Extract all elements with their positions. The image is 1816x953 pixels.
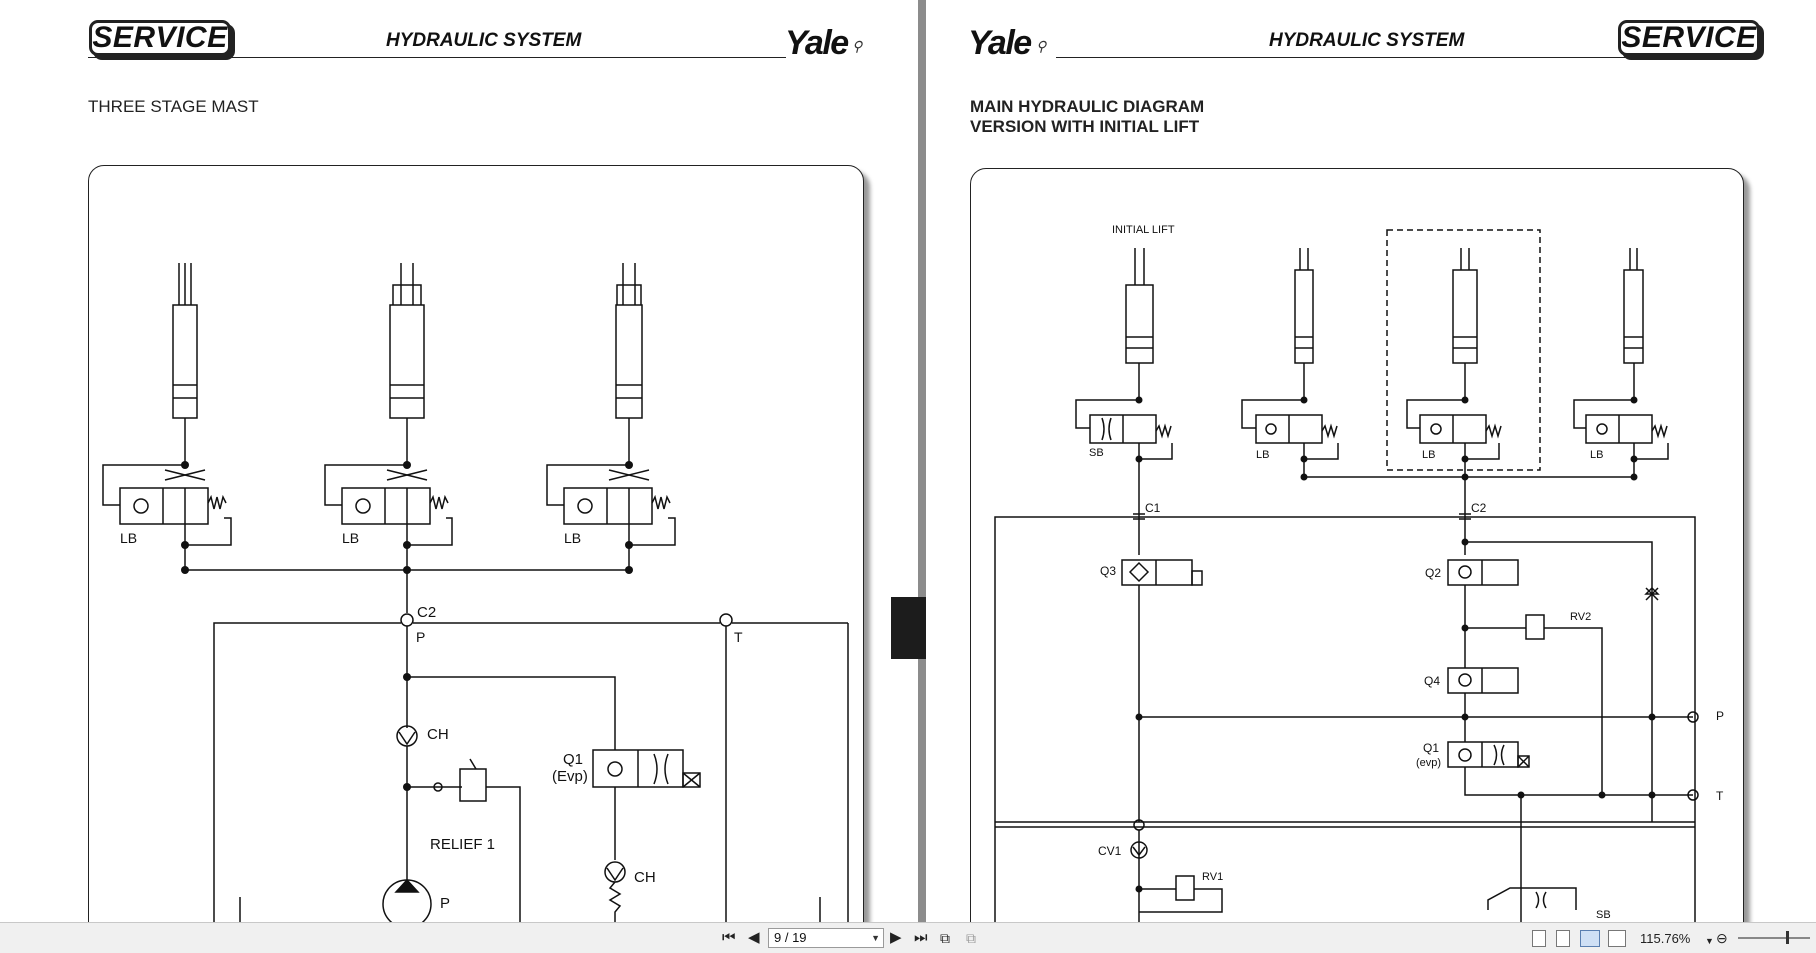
diagram-frame	[88, 165, 864, 922]
continuous-view-icon[interactable]	[1556, 930, 1570, 947]
facing-view-icon[interactable]	[1580, 930, 1600, 947]
zoom-slider[interactable]	[1738, 937, 1810, 939]
viewer-toolbar: ⏮ ◀ 9 / 19 ▼ ▶ ⏭ ⧉ ⧉ 115.76% ▼ ⊖	[0, 922, 1816, 953]
q1-label: Q1	[1423, 741, 1439, 755]
sb-label: SB	[1089, 447, 1104, 459]
lb-valve-c	[1573, 399, 1669, 477]
p-port-label: P	[416, 629, 425, 645]
chevron-down-icon[interactable]: ▼	[871, 933, 880, 943]
first-page-icon[interactable]: ⏮	[722, 929, 736, 946]
sb-valve	[1075, 399, 1173, 508]
section-title-line2: VERSION WITH INITIAL LIFT	[970, 117, 1200, 136]
relief-label: RELIEF 1	[430, 836, 495, 853]
section-title: THREE STAGE MAST	[88, 97, 259, 116]
forklift-icon: ⚲	[852, 38, 863, 54]
c2-label: C2	[417, 604, 436, 621]
section-title-line1: MAIN HYDRAULIC DIAGRAM	[970, 97, 1205, 116]
service-badge: SERVICE	[89, 20, 231, 56]
three-stage-mast-diagram: LB LB LB C2 P T CH RELIEF 1 Q1 (Evp) CH …	[102, 263, 849, 922]
lb-valve-3	[546, 464, 676, 570]
check-valve-label-2: CH	[634, 869, 656, 886]
continuous-facing-view-icon[interactable]	[1608, 930, 1626, 947]
c1-label: C1	[1145, 501, 1161, 515]
q1-label: Q1	[563, 751, 583, 768]
lb-valve-a	[1241, 399, 1339, 477]
header-rule	[1056, 57, 1686, 58]
lift-cylinder-1	[172, 263, 198, 465]
sb-bottom-label: SB	[1596, 909, 1611, 921]
check-valve-label: CH	[427, 726, 449, 743]
fit-width-icon[interactable]: ⧉	[940, 930, 950, 946]
yale-logo: Yale	[785, 24, 849, 62]
lift-cylinder-3	[615, 263, 643, 465]
pump-label: P	[440, 895, 450, 912]
q1-sublabel: (evp)	[1416, 757, 1441, 769]
initial-lift-label: INITIAL LIFT	[1112, 224, 1175, 236]
lift-cylinder-b	[1452, 248, 1478, 400]
fit-page-icon[interactable]: ⧉	[966, 930, 976, 946]
page-indicator: 9 / 19	[774, 930, 807, 945]
zoom-dropdown-icon[interactable]: ▼	[1705, 936, 1714, 946]
q1-sublabel: (Evp)	[552, 768, 588, 785]
lb-label-2: LB	[342, 530, 359, 546]
header-rule	[88, 57, 786, 58]
last-page-icon[interactable]: ⏭	[914, 929, 928, 946]
q3-label: Q3	[1100, 564, 1116, 578]
zoom-level[interactable]: 115.76%	[1640, 931, 1691, 946]
lift-cylinder-a	[1294, 248, 1314, 400]
main-hydraulic-diagram: INITIAL LIFT SB LB LB LB C1 C2 Q3 Q2 RV2…	[994, 224, 1724, 922]
forklift-icon: ⚲	[1036, 38, 1047, 54]
lb-label-1: LB	[120, 530, 137, 546]
service-badge: SERVICE	[1618, 20, 1760, 56]
initial-lift-cylinder	[1125, 248, 1154, 400]
lb-label-b: LB	[1422, 449, 1435, 461]
yale-logo: Yale	[968, 24, 1032, 62]
next-page-icon[interactable]: ▶	[890, 929, 902, 946]
page-divider	[918, 0, 926, 922]
q4-label: Q4	[1424, 674, 1440, 688]
lift-cylinder-c	[1623, 248, 1644, 400]
diagram-frame	[970, 168, 1744, 922]
q2-label: Q2	[1425, 566, 1441, 580]
t-port-label: T	[734, 629, 743, 645]
lb-label-3: LB	[564, 530, 581, 546]
cv1-label: CV1	[1098, 844, 1122, 858]
header-title: HYDRAULIC SYSTEM	[386, 30, 582, 51]
right-page: Yale ⚲ HYDRAULIC SYSTEM SERVICE MAIN HYD…	[926, 0, 1816, 922]
left-page: SERVICE HYDRAULIC SYSTEM Yale ⚲ THREE ST…	[0, 0, 918, 922]
rv2-label: RV2	[1570, 611, 1591, 623]
t-port-label: T	[1716, 789, 1724, 803]
rv1-label: RV1	[1202, 871, 1223, 883]
lift-cylinder-2	[389, 263, 425, 465]
lb-label-a: LB	[1256, 449, 1269, 461]
page-selector[interactable]: 9 / 19 ▼	[768, 928, 884, 948]
prev-page-icon[interactable]: ◀	[748, 929, 760, 946]
lb-valve-2	[324, 464, 453, 570]
lb-valve-1	[102, 464, 232, 570]
single-page-view-icon[interactable]	[1532, 930, 1546, 947]
c2-label: C2	[1471, 501, 1487, 515]
zoom-slider-handle[interactable]	[1786, 931, 1789, 944]
lb-label-c: LB	[1590, 449, 1603, 461]
zoom-out-icon[interactable]: ⊖	[1716, 930, 1728, 946]
p-port-label: P	[1716, 709, 1724, 723]
header-title: HYDRAULIC SYSTEM	[1269, 30, 1465, 51]
